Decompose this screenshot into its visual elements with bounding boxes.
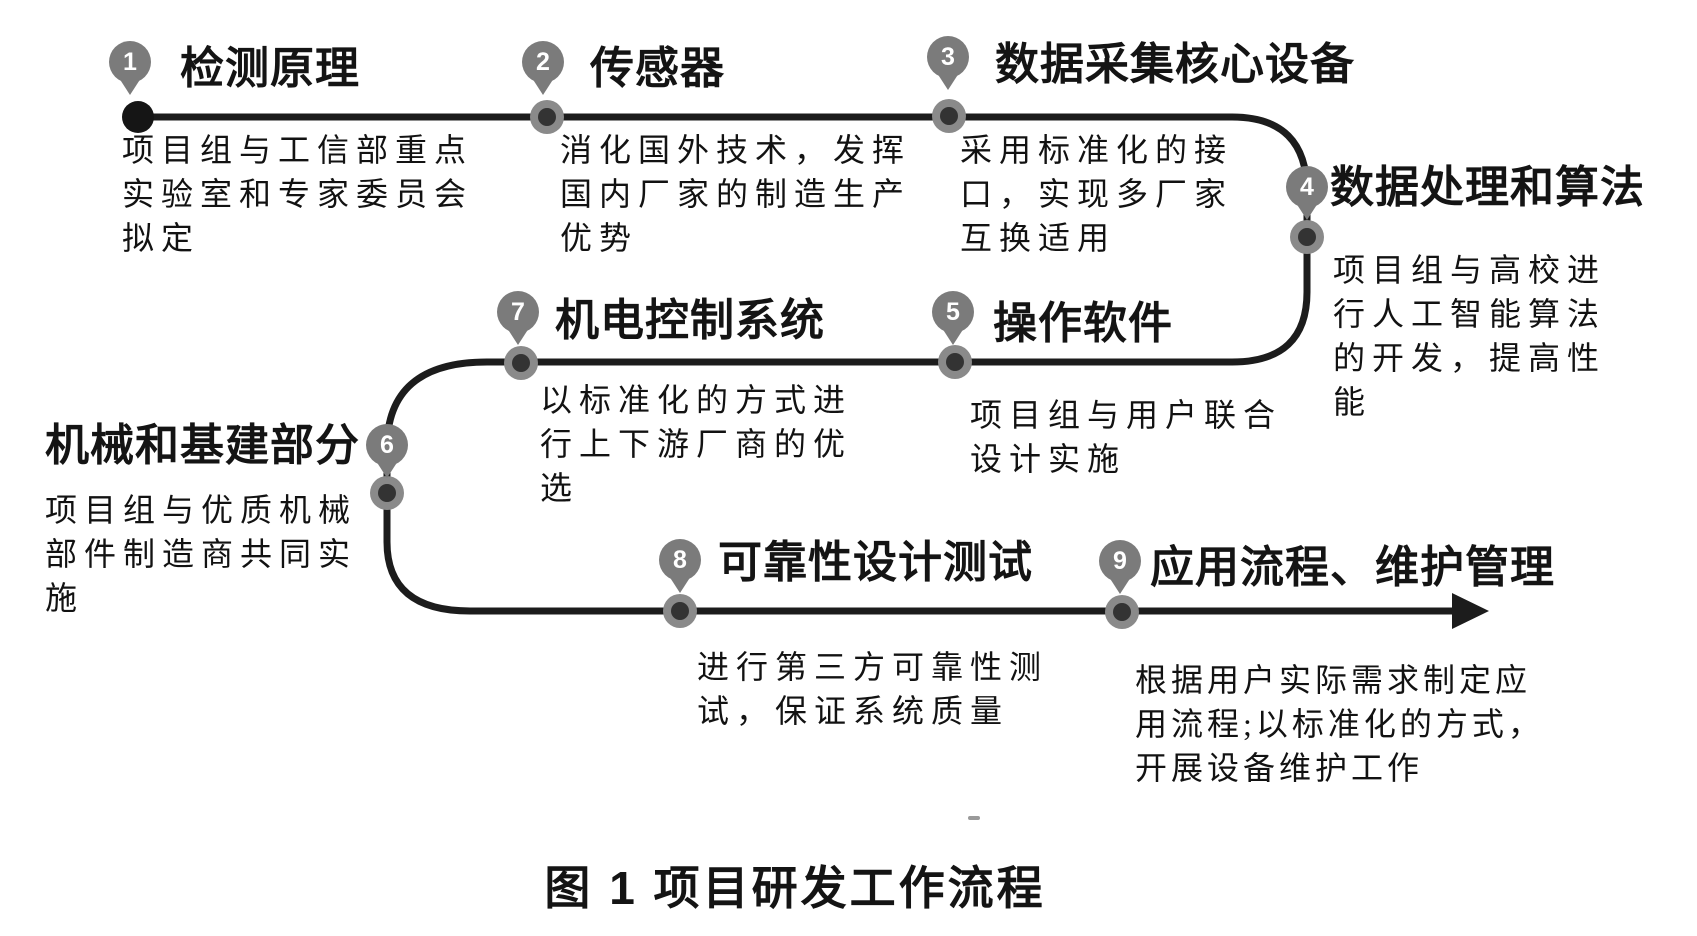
milestone-3-pin-icon: 3	[927, 36, 969, 78]
milestone-6-title: 机械和基建部分	[45, 421, 360, 470]
milestone-5-description: 项目组与用户联合 设计实施	[970, 397, 1283, 477]
milestone-2-title: 传感器	[590, 44, 725, 93]
milestone-9-number: 9	[1113, 546, 1127, 575]
node-dot-9	[1105, 595, 1139, 629]
milestone-9-title: 应用流程、维护管理	[1150, 543, 1555, 592]
milestone-3-number: 3	[941, 42, 955, 71]
milestone-4-title: 数据处理和算法	[1330, 163, 1645, 212]
node-dot-8	[663, 594, 697, 628]
milestone-1-number: 1	[123, 47, 137, 76]
milestone-1-pin-icon: 1	[109, 41, 151, 83]
milestone-8-pin-icon: 8	[659, 539, 701, 581]
milestone-6-number: 6	[380, 430, 394, 459]
node-dot-6	[370, 476, 404, 510]
milestone-9-description: 根据用户实际需求制定应 用流程;以标准化的方式， 开展设备维护工作	[1135, 662, 1544, 786]
arrow-head-icon	[1452, 593, 1489, 629]
scan-artifact	[968, 816, 980, 820]
milestone-7-description: 以标准化的方式进 行上下游厂商的优 选	[540, 382, 853, 506]
milestone-6-description: 项目组与优质机械 部件制造商共同实 施	[45, 492, 358, 616]
milestone-7-title: 机电控制系统	[555, 296, 825, 345]
milestone-2-pin-icon: 2	[522, 41, 564, 83]
milestone-9-pin-icon: 9	[1099, 540, 1141, 582]
milestone-8-title: 可靠性设计测试	[718, 538, 1033, 587]
milestone-7-pin-icon: 7	[497, 291, 539, 333]
milestone-4-pin-icon: 4	[1286, 166, 1328, 208]
milestone-5-pin-icon: 5	[932, 291, 974, 333]
node-dot-2	[530, 100, 564, 134]
node-dot-4	[1290, 220, 1324, 254]
milestone-4-description: 项目组与高校进 行人工智能算法 的开发，提高性 能	[1333, 252, 1607, 420]
milestone-8-description: 进行第三方可靠性测 试，保证系统质量	[697, 649, 1049, 729]
milestone-1-description: 项目组与工信部重点 实验室和专家委员会 拟定	[122, 132, 474, 256]
milestone-5-title: 操作软件	[993, 299, 1173, 348]
milestone-4-number: 4	[1300, 172, 1314, 201]
node-dot-5	[938, 345, 972, 379]
milestone-5-number: 5	[946, 297, 960, 326]
milestone-2-number: 2	[536, 47, 550, 76]
milestone-7-number: 7	[511, 297, 525, 326]
node-dot-7	[504, 346, 538, 380]
milestone-1-title: 检测原理	[180, 44, 360, 93]
milestone-6-pin-icon: 6	[366, 424, 408, 466]
milestone-2-description: 消化国外技术，发挥 国内厂家的制造生产 优势	[560, 132, 912, 256]
figure-caption: 图 1 项目研发工作流程	[544, 862, 1046, 914]
milestone-8-number: 8	[673, 545, 687, 574]
milestone-3-title: 数据采集核心设备	[995, 40, 1355, 89]
milestone-3-description: 采用标准化的接 口，实现多厂家 互换适用	[960, 132, 1234, 256]
